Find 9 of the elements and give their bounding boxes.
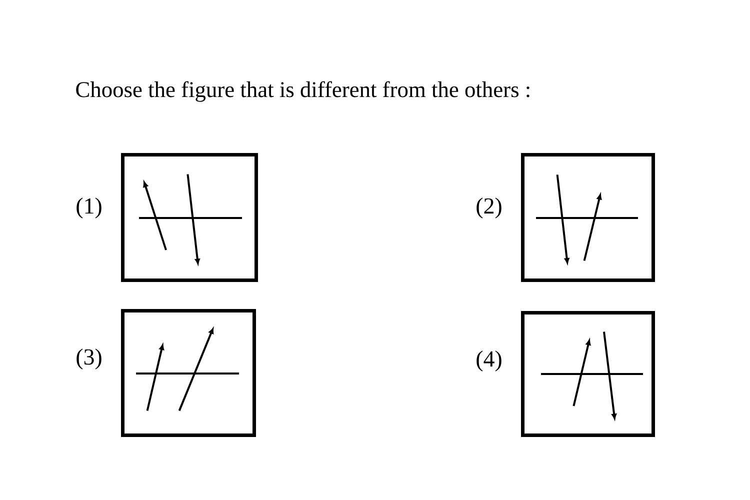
option-label: (4) — [476, 350, 502, 372]
figure-box — [521, 153, 655, 282]
option-label: (1) — [76, 198, 102, 218]
figure-box — [121, 309, 256, 437]
figure-box — [521, 311, 655, 437]
option-label: (3) — [76, 348, 102, 370]
option-label: (2) — [476, 198, 502, 218]
question-text: Choose the figure that is different from the others : — [76, 81, 530, 102]
figure-box — [121, 153, 258, 282]
